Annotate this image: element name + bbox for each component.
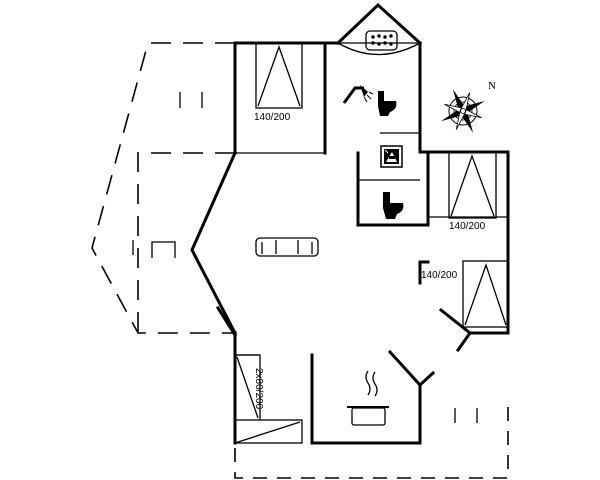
cooking-pot-icon [347, 370, 389, 426]
toilet-icon [383, 192, 404, 219]
bed-top-left-label: 140/200 [254, 112, 291, 123]
compass-north-label: N [488, 80, 496, 92]
bed-bottom-left-label: 2x80/200 [253, 368, 264, 410]
bed-right-upper-label: 140/200 [449, 221, 486, 232]
toilet-icon [378, 91, 397, 116]
bed-top-left: 140/200 [254, 42, 303, 123]
hot-tub-icon [365, 30, 398, 51]
bed-right-lower: 140/200 [421, 260, 509, 328]
sofa-icon [255, 237, 319, 257]
terrace-outline [91, 42, 509, 479]
compass-rose-icon [441, 89, 485, 133]
bed-bottom-left: 2x80/200 [234, 354, 303, 444]
bed-right-lower-label: 140/200 [421, 270, 458, 281]
shower-icon [342, 85, 374, 104]
sauna-icon [380, 145, 403, 168]
bed-right-upper: 140/200 [448, 151, 497, 232]
interior-walls [215, 41, 508, 445]
